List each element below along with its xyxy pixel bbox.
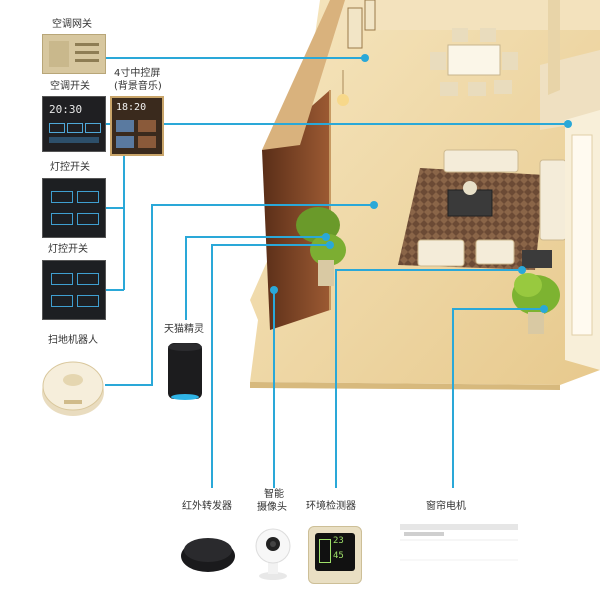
- label-light-switch-2: 灯控开关: [48, 244, 88, 255]
- line-ir: [211, 244, 330, 488]
- label-ir-blaster: 红外转发器: [182, 501, 232, 512]
- env-sensor-icon: 23 45: [308, 526, 362, 584]
- label-curtain-motor: 窗帘电机: [426, 501, 466, 512]
- sensor-reading-2: 45: [333, 551, 344, 561]
- plant-left: [296, 207, 346, 286]
- line-sensor: [335, 269, 522, 488]
- robot-vacuum-icon: [40, 352, 106, 418]
- brown-feature-wall: [262, 90, 330, 330]
- label-smart-speaker: 天猫精灵: [164, 324, 204, 335]
- ac-switch-icon: 20:30: [42, 96, 106, 152]
- connector-dots: [270, 54, 572, 313]
- line-robot: [105, 204, 374, 386]
- curtain-motor-icon: [398, 520, 520, 584]
- connector-lines: [104, 57, 568, 488]
- label-panel-line1: 4寸中控屏: [114, 68, 161, 79]
- line-speaker: [185, 236, 326, 320]
- sofa-right: [539, 159, 567, 241]
- light-switch-icon: [42, 260, 106, 320]
- label-light-switch-1: 灯控开关: [50, 162, 90, 173]
- label-ac-switch: 空调开关: [50, 81, 90, 92]
- back-wall: [330, 0, 600, 30]
- sofa-back: [443, 149, 519, 173]
- plant-right: [512, 273, 560, 334]
- label-env-sensor: 环境检测器: [306, 501, 356, 512]
- sensor-reading-1: 23: [333, 536, 344, 546]
- label-robot-vacuum: 扫地机器人: [48, 335, 98, 346]
- ir-blaster-icon: [180, 530, 236, 574]
- smart-speaker-icon: [166, 343, 204, 403]
- line-curtain: [452, 308, 544, 488]
- ac-switch-time: 20:30: [49, 103, 83, 116]
- armchair-front: [417, 239, 465, 267]
- label-camera-line2: 摄像头: [257, 502, 287, 513]
- ac-gateway-icon: [42, 34, 106, 74]
- label-ac-gateway: 空调网关: [52, 19, 92, 30]
- light-switch-icon: [42, 178, 106, 238]
- left-wall-top: [262, 0, 345, 150]
- dining-table: [447, 44, 501, 76]
- control-panel-icon: 18:20: [110, 96, 164, 156]
- camera-icon: [254, 526, 292, 580]
- label-panel-line2: (背景音乐): [114, 81, 162, 92]
- panel-time: 18:20: [116, 102, 147, 113]
- label-camera-line1: 智能: [264, 489, 284, 500]
